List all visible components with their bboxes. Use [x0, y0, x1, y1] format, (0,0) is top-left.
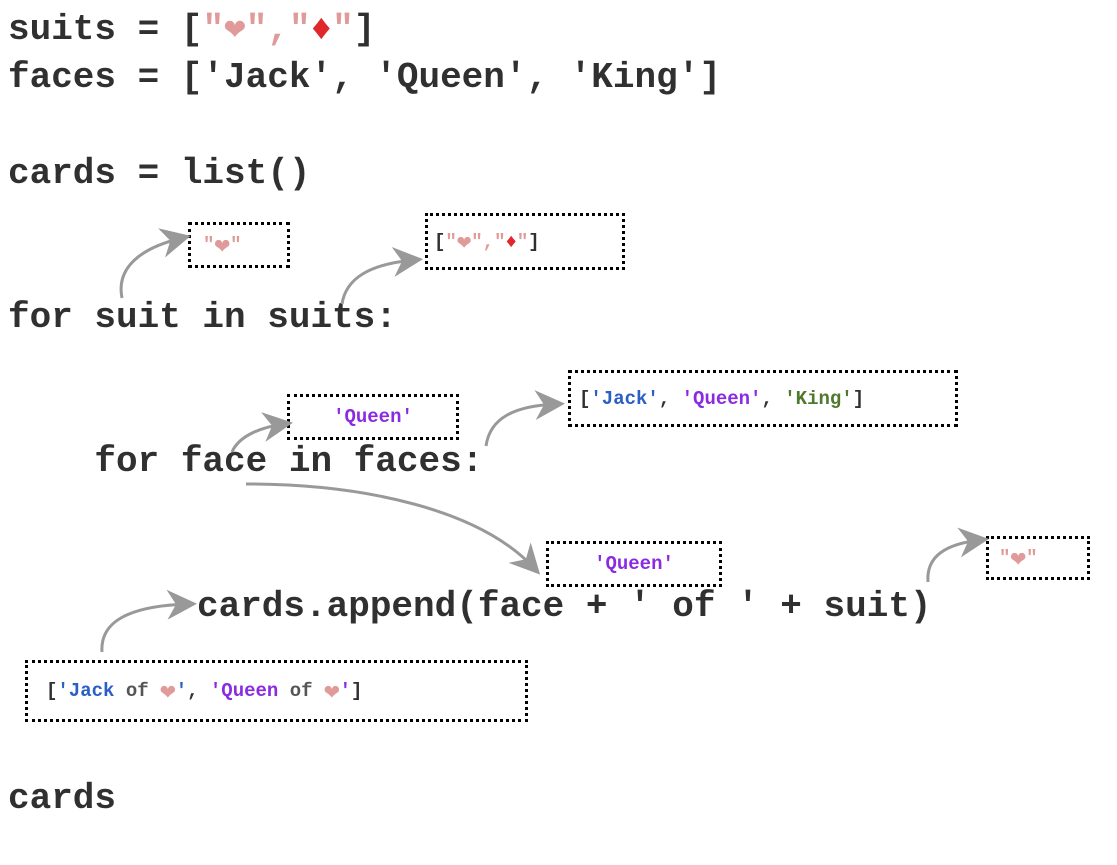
quote: " [445, 230, 457, 253]
quote: " [202, 9, 225, 50]
heart-icon: ❤ [214, 230, 231, 261]
quote: "," [245, 9, 311, 50]
arrow-face-to-append [245, 482, 541, 575]
separator: , [658, 387, 682, 410]
arrow-cards-to-append [100, 589, 197, 653]
suits-value-box: ["❤","♦"] [425, 213, 625, 270]
code-line-append: cards.append(face + ' of ' + suit) [197, 586, 932, 627]
quote: " [999, 547, 1011, 569]
code-line-suits: suits = ["❤","♦"] [8, 12, 375, 48]
quote: " [332, 9, 354, 50]
queen-string: 'Queen' [681, 387, 762, 410]
quote: ' [175, 680, 188, 702]
cards-value-box: ['Jack of ❤', 'Queen of ❤'] [25, 660, 528, 722]
arrow-suits-to-value [340, 246, 423, 305]
quote: " [203, 234, 215, 256]
separator: , [761, 387, 785, 410]
heart-icon: ❤ [456, 229, 472, 257]
arrow-face-to-value [230, 412, 293, 453]
faces-value-box: ['Jack', 'Queen', 'King'] [568, 370, 958, 427]
king-string: 'King' [784, 387, 853, 410]
quote: " [230, 234, 242, 256]
bracket: ] [528, 230, 540, 253]
diamond-icon: ♦ [310, 9, 333, 50]
heart-icon: ❤ [323, 676, 340, 707]
bracket: [ [579, 387, 591, 410]
queen-string: 'Queen' [333, 406, 413, 428]
quote-separator: "," [471, 230, 506, 253]
separator: , [187, 680, 210, 702]
append-suit-value-box: "❤" [986, 536, 1090, 580]
quote: " [1026, 547, 1038, 569]
quote: ' [339, 680, 351, 702]
diamond-icon: ♦ [505, 230, 517, 253]
code-line-cards-init: cards = list() [8, 153, 311, 194]
of-text: of [278, 680, 324, 702]
of-text: of [114, 680, 161, 702]
arrow-suit-to-value [119, 228, 191, 299]
queen-string: 'Queen' [594, 553, 674, 575]
arrow-suit-to-append [926, 527, 989, 583]
heart-icon: ❤ [1010, 543, 1027, 574]
heart-icon: ❤ [224, 9, 246, 50]
bracket: [ [46, 680, 58, 702]
bracket: [ [434, 230, 446, 253]
append-face-value-box: 'Queen' [546, 541, 722, 587]
quote: " [516, 230, 529, 253]
queen-string: 'Queen [209, 680, 279, 702]
jack-string: 'Jack [57, 680, 115, 702]
code-line-faces: faces = ['Jack', 'Queen', 'King'] [8, 57, 721, 98]
arrow-faces-to-value [484, 390, 565, 447]
code-text: suits = [ [8, 9, 203, 50]
jack-string: 'Jack' [590, 387, 659, 410]
code-text: ] [353, 9, 376, 50]
bracket: ] [351, 680, 363, 702]
bracket: ] [852, 387, 865, 410]
code-line-for-face: for face in faces: [8, 441, 484, 482]
code-line-for-suit: for suit in suits: [8, 297, 397, 338]
heart-icon: ❤ [160, 676, 176, 707]
code-line-cards: cards [8, 778, 117, 819]
